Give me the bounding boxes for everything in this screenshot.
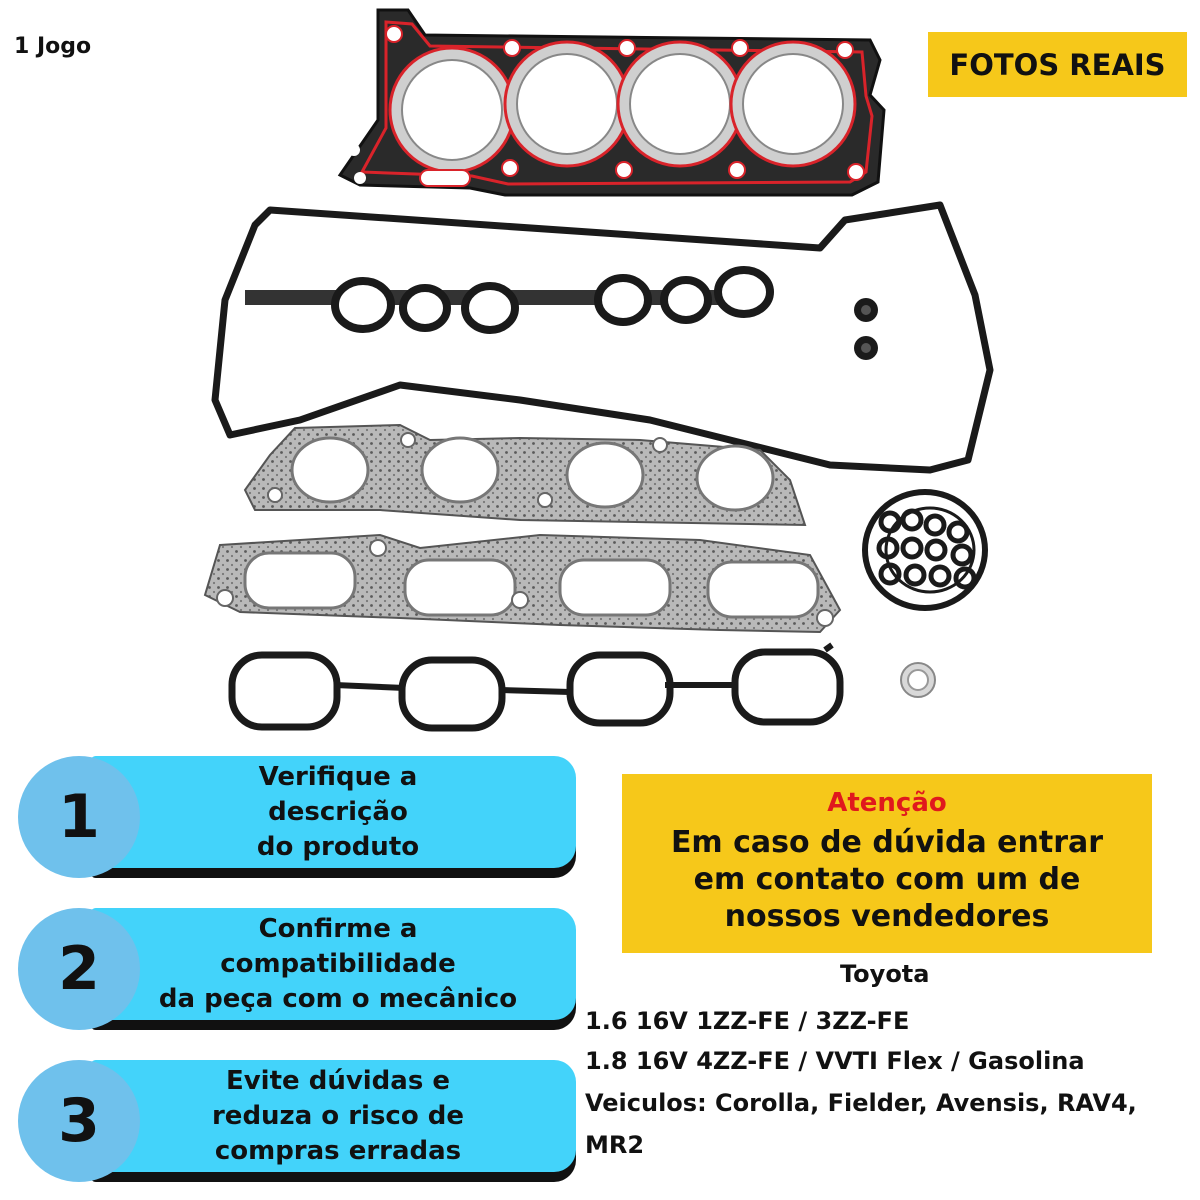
exhaust-manifold-gasket <box>243 423 807 527</box>
vehicle-brand: Toyota <box>840 960 930 988</box>
attention-title: Atenção <box>827 788 947 818</box>
step-bar <box>90 756 576 868</box>
washer <box>900 662 936 698</box>
step-2: Confirme a compatibilidade da peça com o… <box>18 908 580 1032</box>
step-bar <box>90 1060 576 1172</box>
step-text: Verifique a descrição do produto <box>256 761 420 862</box>
step-number: 3 <box>18 1060 140 1182</box>
step-3: Evite dúvidas e reduza o risco de compra… <box>18 1060 580 1184</box>
step-number: 1 <box>18 756 140 878</box>
rubber-intake-gasket <box>228 642 844 732</box>
valve-cover-gasket <box>211 201 994 474</box>
compatibility-line: 1.6 16V 1ZZ-FE / 3ZZ-FE <box>585 1007 910 1035</box>
attention-body: Em caso de dúvida entrar em contato com … <box>670 825 1104 934</box>
step-1: Verifique a descrição do produto 1 <box>18 756 580 880</box>
step-number: 2 <box>18 908 140 1030</box>
compatibility-line: Veiculos: Corolla, Fielder, Avensis, RAV… <box>585 1089 1137 1117</box>
real-photos-badge: FOTOS REAIS <box>928 32 1187 97</box>
gasket-set-photo <box>203 8 994 732</box>
compatibility-line: MR2 <box>585 1131 645 1159</box>
o-ring-kit <box>862 489 988 611</box>
step-text: Evite dúvidas e reduza o risco de compra… <box>211 1065 464 1166</box>
head-gasket <box>337 8 886 197</box>
quantity-label: 1 Jogo <box>14 34 92 59</box>
attention-box: Atenção Em caso de dúvida entrar em cont… <box>622 774 1152 953</box>
intake-manifold-gasket <box>203 533 842 634</box>
compatibility-line: 1.8 16V 4ZZ-FE / VVTI Flex / Gasolina <box>585 1047 1085 1075</box>
step-text: Confirme a compatibilidade da peça com o… <box>158 913 518 1014</box>
step-bar <box>90 908 576 1020</box>
